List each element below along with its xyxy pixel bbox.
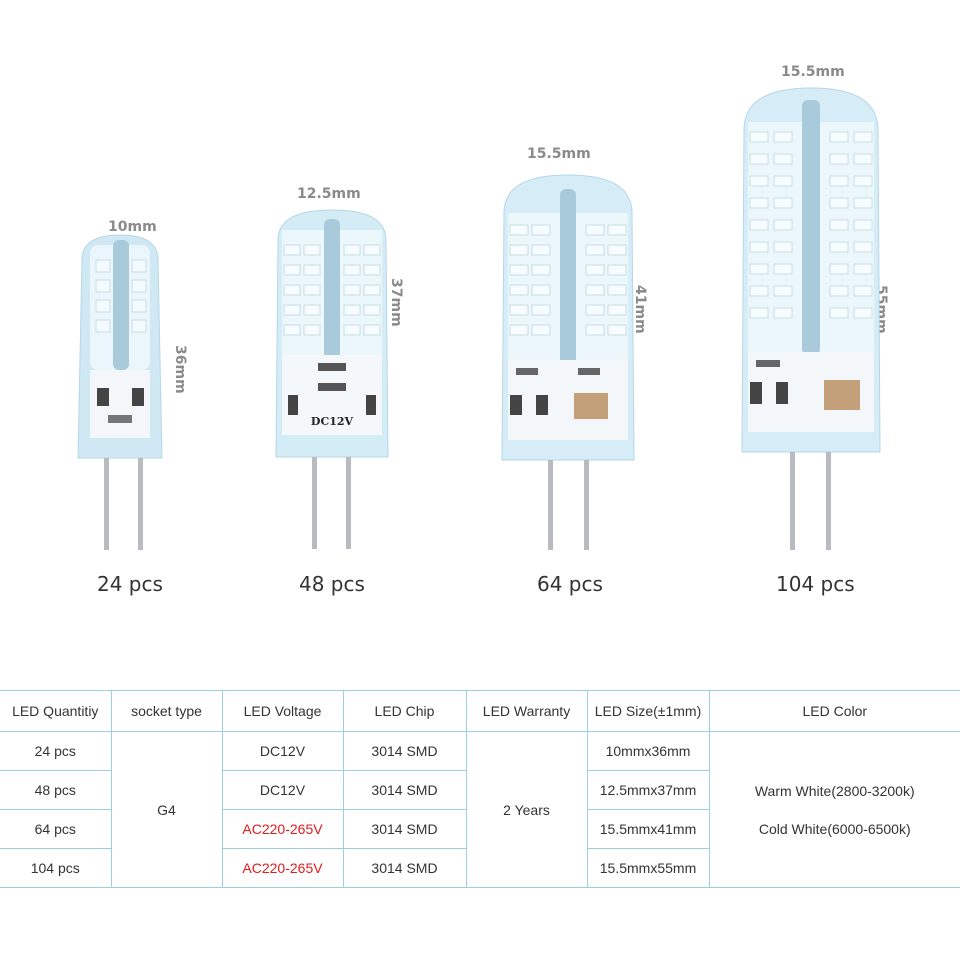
cell-socket: G4 bbox=[110, 731, 223, 888]
cell-voltage: DC12V bbox=[221, 770, 344, 810]
bulb-4-width-label: 15.5mm bbox=[781, 64, 845, 80]
cell-colors: Warm White(2800-3200k) Cold White(6000-6… bbox=[708, 731, 960, 888]
bulb-2-height-label: 37mm bbox=[388, 278, 404, 327]
bulb-1-height-label: 36mm bbox=[172, 345, 188, 394]
cell-size: 12.5mmx37mm bbox=[586, 770, 710, 810]
cell-qty: 64 pcs bbox=[0, 809, 112, 849]
cell-voltage: DC12V bbox=[221, 731, 344, 771]
cell-chip: 3014 SMD bbox=[342, 809, 467, 849]
bulb-2-image: DC12V bbox=[275, 209, 389, 549]
cell-chip: 3014 SMD bbox=[342, 731, 467, 771]
bulb-4-count: 104 pcs bbox=[776, 572, 855, 596]
spec-table: LED Quantitiy socket type LED Voltage LE… bbox=[0, 690, 960, 888]
header-led-chip: LED Chip bbox=[342, 690, 467, 732]
cell-voltage: AC220-265V bbox=[221, 848, 344, 888]
cell-size: 10mmx36mm bbox=[586, 731, 710, 771]
header-socket-type: socket type bbox=[110, 690, 223, 732]
color-warm: Warm White(2800-3200k) bbox=[754, 782, 915, 799]
header-led-voltage: LED Voltage bbox=[221, 690, 344, 732]
bulb-1-image bbox=[77, 234, 163, 550]
bulb-1-width-label: 10mm bbox=[108, 219, 157, 235]
bulb-3-image bbox=[501, 174, 635, 550]
color-cold: Cold White(6000-6500k) bbox=[758, 820, 911, 837]
cell-chip: 3014 SMD bbox=[342, 770, 467, 810]
bulb-3-height-label: 41mm bbox=[632, 285, 648, 334]
cell-size: 15.5mmx55mm bbox=[586, 848, 710, 888]
bulb-3-width-label: 15.5mm bbox=[527, 146, 591, 162]
table-row: 104 pcs AC220-265V 3014 SMD 15.5mmx55mm bbox=[0, 848, 960, 888]
cell-qty: 24 pcs bbox=[0, 731, 112, 771]
table-row: 48 pcs DC12V 3014 SMD 12.5mmx37mm bbox=[0, 770, 960, 810]
bulb-4-image bbox=[741, 87, 881, 550]
cell-warranty: 2 Years bbox=[465, 731, 588, 888]
bulb-1-count: 24 pcs bbox=[97, 572, 163, 596]
cell-voltage: AC220-265V bbox=[221, 809, 344, 849]
bulb-2-count: 48 pcs bbox=[299, 572, 365, 596]
cell-qty: 48 pcs bbox=[0, 770, 112, 810]
table-row: 64 pcs AC220-265V 3014 SMD 15.5mmx41mm bbox=[0, 809, 960, 849]
header-led-size: LED Size(±1mm) bbox=[586, 690, 710, 732]
bulb-3-count: 64 pcs bbox=[537, 572, 603, 596]
header-led-warranty: LED Warranty bbox=[465, 690, 588, 732]
header-led-color: LED Color bbox=[708, 690, 960, 732]
spec-table-header-row: LED Quantitiy socket type LED Voltage LE… bbox=[0, 690, 960, 732]
cell-size: 15.5mmx41mm bbox=[586, 809, 710, 849]
bulb-2-width-label: 12.5mm bbox=[297, 186, 361, 202]
cell-chip: 3014 SMD bbox=[342, 848, 467, 888]
table-row: 24 pcs G4 DC12V 3014 SMD 2 Years 10mmx36… bbox=[0, 731, 960, 888]
header-led-quantity: LED Quantitiy bbox=[0, 690, 112, 732]
bulb-2-board-text: DC12V bbox=[311, 415, 354, 428]
cell-qty: 104 pcs bbox=[0, 848, 112, 888]
